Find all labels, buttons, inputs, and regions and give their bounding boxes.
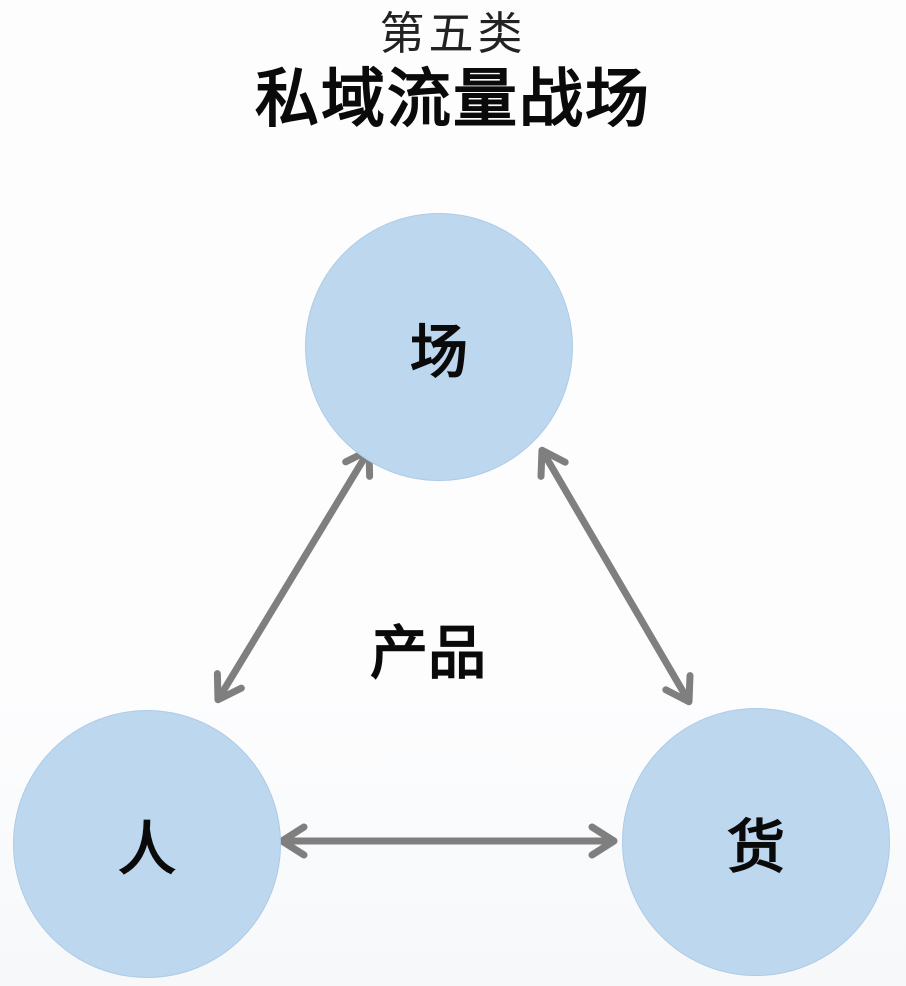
center-product-label: 产品 (369, 621, 486, 686)
node-goods: 货 (622, 708, 890, 976)
title-block: 第五类 私域流量战场 (0, 8, 906, 134)
node-goods-label: 货 (726, 815, 785, 880)
node-people-label: 人 (117, 817, 176, 882)
node-people: 人 (13, 710, 281, 978)
arrow-top-to-left (213, 446, 374, 704)
arrow-top-to-right (537, 446, 694, 706)
diagram-subtitle: 第五类 (379, 8, 527, 59)
node-place-label: 场 (409, 320, 468, 385)
node-place: 场 (305, 213, 573, 481)
diagram-title: 私域流量战场 (255, 62, 651, 135)
